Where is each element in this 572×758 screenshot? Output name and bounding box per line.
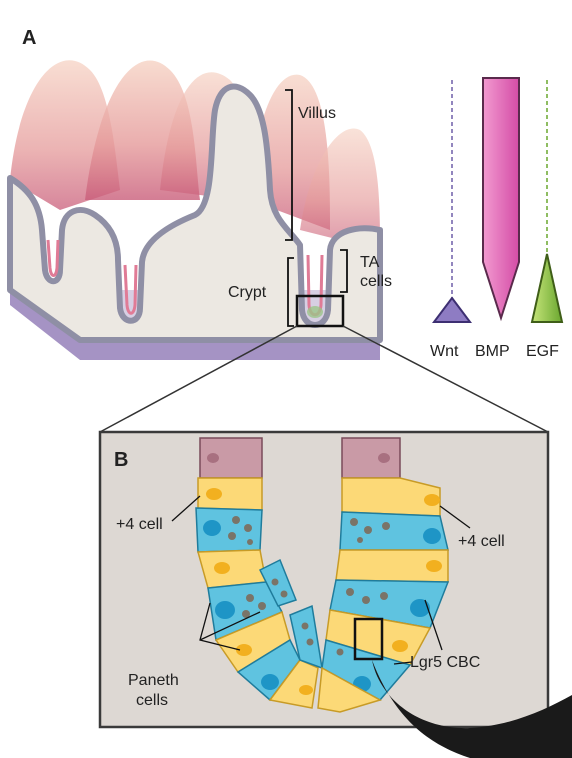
panel-b: B: [100, 432, 548, 727]
plus4-left-label: +4 cell: [116, 516, 163, 533]
bmp-label: BMP: [475, 343, 510, 360]
wnt-label: Wnt: [430, 343, 459, 360]
panel-a-label: A: [22, 27, 36, 49]
wnt-triangle: [434, 298, 470, 322]
signal-gradients: Wnt BMP EGF: [430, 78, 562, 360]
ta-label-line1: TA: [360, 254, 380, 271]
egf-label: EGF: [526, 343, 559, 360]
zoom-line-right: [343, 326, 548, 432]
crypt-label: Crypt: [228, 284, 267, 301]
paneth-label-line1: Paneth: [128, 672, 179, 689]
ta-label-line2: cells: [360, 273, 392, 290]
paneth-label-line2: cells: [136, 692, 168, 709]
panel-b-label: B: [114, 449, 128, 471]
lgr5-label: Lgr5 CBC: [410, 654, 480, 671]
plus4-right-label: +4 cell: [458, 533, 505, 550]
bmp-bar: [483, 78, 519, 318]
egf-triangle: [532, 254, 562, 322]
panel-a: A Villus Crypt TA cells: [10, 27, 392, 360]
villus-label: Villus: [298, 105, 336, 122]
